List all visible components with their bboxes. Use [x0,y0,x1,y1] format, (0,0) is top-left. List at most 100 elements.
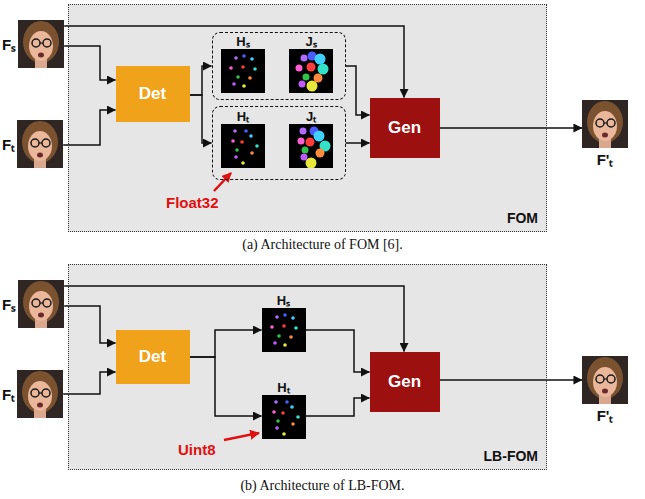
face-ground [18,20,64,68]
keypoint-dot [306,158,317,169]
input-frame: Fₜ [0,120,63,168]
flow-arrow [440,127,583,129]
keypoint-dot [273,341,277,345]
keypoint-dot [301,55,308,62]
keypoint-dot [291,422,295,426]
flow-arrow [64,306,115,343]
face-glasses [43,39,51,47]
keypoint-dot [283,343,287,347]
flow-arrow [440,379,583,381]
dtype-callout: Uint8 [178,441,216,458]
keypoint-dot [240,140,244,144]
keypoint-dot [249,134,253,138]
keypoint-dot [272,410,276,414]
keypoint-dot [275,315,279,319]
face-hair [22,121,58,163]
block-label: Gen [388,118,421,138]
frame-label: F'ₜ [597,149,614,169]
face-hair [587,101,623,143]
heatmap-ground [262,308,306,352]
keypoint-dot [232,82,236,86]
keypoint-dot [255,144,259,148]
keypoint-dot [242,54,246,58]
label-holder: (a) Architecture of FOM [6]. [0,237,645,253]
frame-label: Fₛ [2,34,16,54]
panel-ground [68,264,547,470]
flow-arrow [63,372,115,394]
keypoint-dot [316,149,325,158]
face-glasses [596,375,604,383]
heatmap-picture [262,308,306,352]
keypoint-dot [241,65,245,69]
keypoint-dot [296,65,303,72]
keypoint-dot [307,63,316,72]
map-label: Hₛ [277,293,290,308]
keypoint-dot [283,313,287,317]
network-block: Det [116,330,190,384]
face-mouth [37,403,43,408]
callout-arrow [224,433,259,440]
block-label: Det [139,347,166,367]
flow-arrow [190,357,262,416]
keypoint-dot [236,75,240,79]
heatmap-image: Hₛ [262,293,306,352]
face-glasses [32,299,40,307]
heatmap-picture [289,124,333,168]
label-holder: Uint8 [178,441,216,458]
output-frame: F'ₜ [582,356,628,425]
keypoint-dot [234,155,238,159]
face-glasses [43,299,51,307]
input-frame: Fₛ [0,20,64,68]
output-frame: F'ₜ [582,100,628,169]
face-ground [582,100,628,148]
map-label: Hₜ [277,380,289,395]
input-frame: Fₛ [0,280,64,328]
keypoint-dot [229,66,233,70]
keypoint-dot [314,74,323,83]
network-block: Gen [370,352,440,412]
face-glasses [39,392,42,393]
heatmap-picture [221,124,265,168]
subfigure-caption: (a) Architecture of FOM [6]. [0,237,645,253]
face-mouth [602,389,608,394]
keypoint-dot [296,415,300,419]
input-frame: Fₜ [0,370,63,418]
map-label: Hₛ [236,34,249,49]
keypoint-dot [277,334,281,338]
face-glasses [31,389,39,397]
keypoint-dot [314,131,325,142]
face-skin [593,111,617,141]
face-picture [18,20,64,68]
keypoint-dot [233,129,237,133]
callout-arrow [214,173,231,191]
flow-arrow [63,110,115,145]
face-glasses [31,139,39,147]
panel-title: FOM [507,210,538,226]
keypoint-dot [248,76,252,80]
face-glasses [607,119,615,127]
flow-arrow [346,66,370,115]
face-picture [582,100,628,148]
keypoint-dot [242,84,246,88]
keypoint-dot [302,147,309,154]
face-skin [593,367,617,397]
face-glasses [596,119,604,127]
keypoint-dot [276,419,280,423]
keypoint-dot [299,81,306,88]
face-ground [17,370,63,418]
keypoint-dot [285,400,289,404]
face-picture [17,120,63,168]
heatmap-ground [289,49,333,93]
heatmap-ground [262,395,306,439]
keypoint-dot [270,325,274,329]
network-block: Det [116,66,190,122]
dtype-callout: Float32 [166,194,219,211]
keypoint-dot [244,129,248,133]
frame-label: Fₜ [2,384,15,404]
keypoint-dot [235,148,239,152]
face-mouth [38,313,44,318]
face-hair [23,281,59,323]
face-glasses [40,42,43,43]
frame-label: F'ₜ [597,405,614,425]
